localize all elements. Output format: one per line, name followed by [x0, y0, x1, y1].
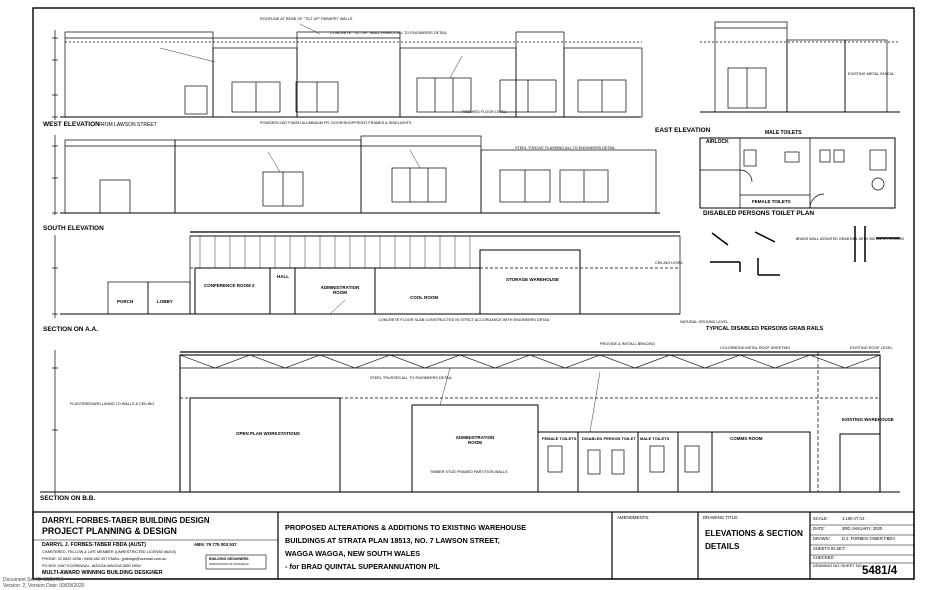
scale-label: SCALE: — [813, 516, 828, 521]
po-box-address: PO BOX 5467 KOORINGAL, WAGGA WAGGA 2650 … — [42, 564, 141, 568]
contact-details: PHONE: 02 6922 3298 / 0408 482 097 EMAIL… — [42, 557, 167, 561]
checked-label: CHECKED: — [813, 555, 835, 560]
west-elevation-drawing — [52, 30, 643, 120]
female-toilets-label: FEMALE TOILETS — [752, 199, 791, 204]
disabled-toilet-plan-drawing — [699, 137, 896, 209]
drawing-title-line-2: DETAILS — [705, 542, 740, 551]
room-lobby: LOBBY — [157, 299, 173, 304]
east-elevation-drawing — [700, 21, 900, 113]
note-powdercoat-frames: POWDERCOAT FINISH ALUMINIUM FR. DOOR/SHO… — [260, 121, 412, 125]
room-open-plan: OPEN PLAN WORKSTATIONS — [236, 431, 300, 436]
bd-logo-text: BUILDING DESIGNERS — [209, 557, 249, 561]
grab-rails-label: TYPICAL DISABLED PERSONS GRAB RAILS — [706, 326, 824, 332]
project-line-1: PROPOSED ALTERATIONS & ADDITIONS TO EXIS… — [285, 523, 527, 532]
note-roofline: ROOFLINE AT REAR OF "TILT UP" PARAPET WA… — [260, 17, 353, 21]
room-admin-bb: ADMINISTRATION ROOM — [455, 435, 495, 445]
title-block-frame — [32, 511, 915, 580]
room-cool: COOL ROOM — [410, 295, 439, 300]
note-natural-ground: NATURAL GROUND LEVEL — [680, 320, 729, 324]
footer-doc-set-id: Document Set ID: 5123456 — [3, 577, 64, 583]
west-elevation-sublabel: FROM LAWSON STREET — [98, 122, 157, 128]
note-roof-sheeting: COLORBOND METAL ROOF SHEETING — [720, 346, 791, 350]
drawn-label: DRAWN: — [813, 536, 830, 541]
date-label: DATE: — [813, 526, 826, 531]
note-leaders — [159, 23, 601, 433]
note-stud-walls: TIMBER STUD FRAMED PARTITION WALLS — [430, 470, 508, 474]
disabled-toilet-plan-label: DISABLED PERSONS TOILET PLAN — [703, 210, 815, 217]
note-plasterboard: PLASTERBOARD LINING TO WALLS & CEILING — [70, 402, 155, 406]
east-elevation-label: EAST ELEVATION — [655, 127, 711, 134]
drawing-title-label: DRAWING TITLE: — [703, 515, 739, 520]
note-steel-fascia: STEEL "FASCIA" FLASHING ALL TO ENGINEERS… — [515, 146, 616, 150]
company-name: DARRYL FORBES-TABER BUILDING DESIGN — [42, 516, 210, 525]
scale-value: 1:100 AT A2 — [842, 516, 865, 521]
note-existing-fascia: EXISTING METAL FASCIA — [848, 72, 894, 76]
south-elevation-label: SOUTH ELEVATION — [43, 225, 104, 232]
room-disabled: DISABLED PERSON TOILET — [582, 436, 636, 441]
company-subtitle: PROJECT PLANNING & DESIGN — [42, 526, 177, 536]
footer-version: Version: 2, Version Date: 09/09/2020 — [3, 583, 85, 589]
male-toilets-label: MALE TOILETS — [765, 130, 802, 136]
room-male: MALE TOILETS — [640, 436, 670, 441]
note-tilt-up-panels: CONCRETE "TILT UP" WALL PANELS ALL TO EN… — [330, 31, 447, 35]
room-existing-warehouse: EXISTING WAREHOUSE — [842, 417, 894, 422]
room-admin-aa: ADMINISTRATION ROOM — [320, 285, 360, 295]
room-female: FEMALE TOILETS — [542, 436, 577, 441]
section-bb-label: SECTION ON B.B. — [40, 495, 96, 502]
drawing-no-label: DRAWING NO./SHEET NO.: — [813, 563, 865, 568]
drawing-number: 5481/4 — [862, 565, 898, 577]
airlock-label: AIRLOCK — [706, 139, 729, 145]
south-elevation-drawing — [52, 135, 660, 215]
note-ceiling-level: CEILING LEVEL — [655, 261, 684, 265]
note-existing-roof: EXISTING ROOF LEVEL — [850, 346, 893, 350]
project-line-3: WAGGA WAGGA, NEW SOUTH WALES — [285, 549, 421, 558]
project-line-4: - for BRAD QUINTAL SUPERANNUATION P/L — [285, 562, 440, 571]
room-comms: COMMS ROOM — [730, 436, 763, 441]
west-elevation-label: WEST ELEVATION — [43, 121, 100, 128]
note-finished-floor: FINISHED FLOOR LEVEL — [462, 110, 507, 114]
amendments-label: AMENDMENTS: — [617, 515, 650, 520]
note-steel-trusses: STEEL TRUSSES ALL TO ENGINEERS DETAIL — [370, 376, 452, 380]
chartered-member: CHARTERED, FELLOW & LIFE MEMBER (UNRESTR… — [42, 550, 176, 554]
bd-logo-frame — [205, 554, 267, 570]
abn-number: ABN: 79 775 003 537 — [194, 542, 237, 547]
section-aa-label: SECTION ON A.A. — [43, 326, 99, 333]
award-tagline: MULTI-AWARD WINNING BUILDING DESIGNER — [42, 570, 163, 576]
room-conference: CONFERENCE ROOM 2 — [204, 283, 255, 288]
room-hall: HALL — [277, 274, 289, 279]
bd-logo-subtext: ASSOCIATION OF AUSTRALIA — [209, 562, 249, 566]
project-line-2: BUILDINGS AT STRATA PLAN 18513, NO. 7 LA… — [285, 536, 500, 545]
note-floor-slab: CONCRETE FLOOR SLAB CONSTRUCTED IN STRIC… — [378, 318, 551, 322]
room-storage: STORAGE WAREHOUSE — [506, 277, 559, 282]
grab-rails-drawing — [710, 226, 900, 276]
room-porch: PORCH — [117, 299, 134, 304]
note-bracing: PROVIDE & INSTALL BRACING — [600, 342, 656, 346]
section-aa-drawing — [52, 231, 681, 318]
drawing-title-line-1: ELEVATIONS & SECTION — [705, 529, 803, 538]
section-bb-drawing — [40, 350, 900, 495]
sheet-border — [32, 7, 915, 580]
date-value: 3RD JANUARY, 2020 — [842, 526, 883, 531]
grab-rail-note: BRASS WALL MOUNTED GRAB RAIL WITH 300 MM… — [796, 237, 904, 241]
designer-name: DARRYL J. FORBES-TABER FBDA (AUST) — [42, 542, 147, 548]
sheets-label: SHEETS IN SET: — [813, 546, 846, 551]
drawn-value: D.J. FORBES-TABER FBDA — [842, 536, 896, 541]
